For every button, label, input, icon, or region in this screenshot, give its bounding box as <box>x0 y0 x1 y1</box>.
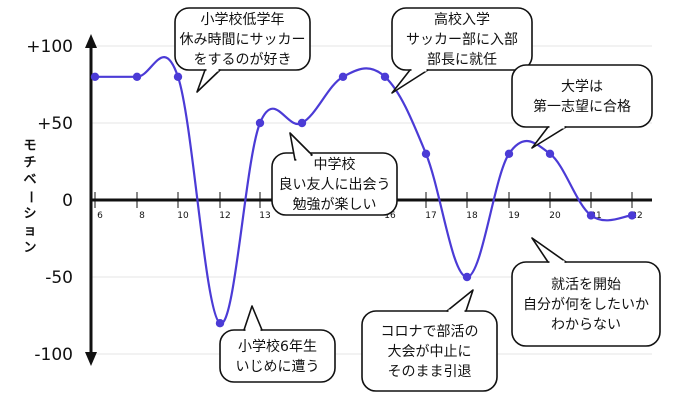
annotation-bubble-tail <box>391 69 429 94</box>
annotation-bubble-tail <box>196 69 221 93</box>
annotation-text: わからない <box>551 317 621 333</box>
annotation-bubble-tail <box>446 289 474 312</box>
x-tick-label: 19 <box>508 211 520 221</box>
y-axis-label-char: モ <box>23 139 36 154</box>
y-axis-label-char: シ <box>23 207 36 222</box>
x-tick-label: 8 <box>139 211 145 221</box>
x-tick-label: 10 <box>177 211 189 221</box>
y-tick-label: +50 <box>37 114 73 134</box>
data-point <box>90 72 100 82</box>
annotation-text: 自分が何をしたいか <box>523 297 649 313</box>
annotation-text: 休み時間にサッカー <box>180 32 306 48</box>
annotation-text: 高校入学 <box>434 11 490 28</box>
annotation-bubble-box <box>219 329 336 383</box>
annotation-bubble-seam <box>295 153 312 162</box>
data-point <box>255 118 265 128</box>
data-point <box>504 149 514 158</box>
annotation-text: 勉強が楽しい <box>293 197 377 213</box>
annotation-bubble-box <box>511 64 653 128</box>
annotation-text: コロナで部活の <box>381 324 479 340</box>
data-point <box>215 319 225 328</box>
annotation-bubble-box <box>361 310 498 392</box>
x-tick-label: 20 <box>549 211 561 221</box>
data-point <box>421 149 431 158</box>
annotation-text: 小学校低学年 <box>201 11 285 28</box>
y-axis-label-char: ー <box>23 190 38 203</box>
x-tick-label: 6 <box>97 211 103 221</box>
x-tick-label: 21 <box>590 211 601 221</box>
data-point <box>132 72 142 82</box>
annotation-text: 部長に就任 <box>427 52 497 68</box>
annotation-bubble-tail <box>531 237 567 263</box>
annotation-text: 就活を開始 <box>551 277 621 293</box>
annotation-text: そのまま引退 <box>388 364 472 380</box>
annotation-text: をするのが好き <box>194 52 292 68</box>
annotation-bubble-box <box>174 7 311 71</box>
y-axis-label-char: ョ <box>23 224 36 239</box>
annotation-text: サッカー部に入部 <box>406 32 518 48</box>
data-point <box>338 72 348 82</box>
x-tick-label: 22 <box>631 211 642 221</box>
y-axis-arrow-up <box>85 34 97 48</box>
y-axis-label-char: ベ <box>23 173 36 188</box>
data-point <box>173 72 183 82</box>
y-tick-label: -50 <box>45 268 73 288</box>
annotation-text: いじめに遭う <box>236 359 320 375</box>
y-axis-label-char: ン <box>23 241 36 256</box>
data-point <box>545 149 555 158</box>
annotation-text: 大学は <box>561 79 603 95</box>
data-point <box>627 211 637 220</box>
y-axis-label-char: チ <box>23 156 36 171</box>
y-tick-label: +100 <box>26 37 73 57</box>
annotation-text: 第一志望に合格 <box>533 98 631 115</box>
data-point <box>462 272 472 282</box>
annotation-text: 小学校6年生 <box>238 338 317 355</box>
x-tick-label: 16 <box>384 211 396 221</box>
data-point <box>380 72 390 82</box>
y-tick-label: 0 <box>62 191 73 211</box>
annotation-text: 良い友人に出会う <box>279 177 391 193</box>
x-tick-label: 13 <box>259 211 270 221</box>
y-tick-label: -100 <box>34 345 73 365</box>
series-layer <box>90 56 637 328</box>
annotation-bubble-box <box>271 152 398 216</box>
x-tick-label: 18 <box>466 211 478 221</box>
x-tick-label: 17 <box>425 211 436 221</box>
data-point <box>297 118 307 128</box>
annotation-bubble-box <box>511 261 661 347</box>
data-point <box>586 211 596 220</box>
annotation-text: 中学校 <box>314 156 356 173</box>
annotation-bubble-tail <box>243 305 263 331</box>
y-tick-labels: +100 +50 0 -50 -100 <box>26 37 73 365</box>
y-axis-arrow-down <box>85 352 97 366</box>
annotation-bubble-tail <box>531 126 567 149</box>
x-tick-label: 12 <box>219 211 230 221</box>
annotation-text: 大会が中止に <box>388 344 472 360</box>
annotation-bubble-box <box>391 7 533 71</box>
